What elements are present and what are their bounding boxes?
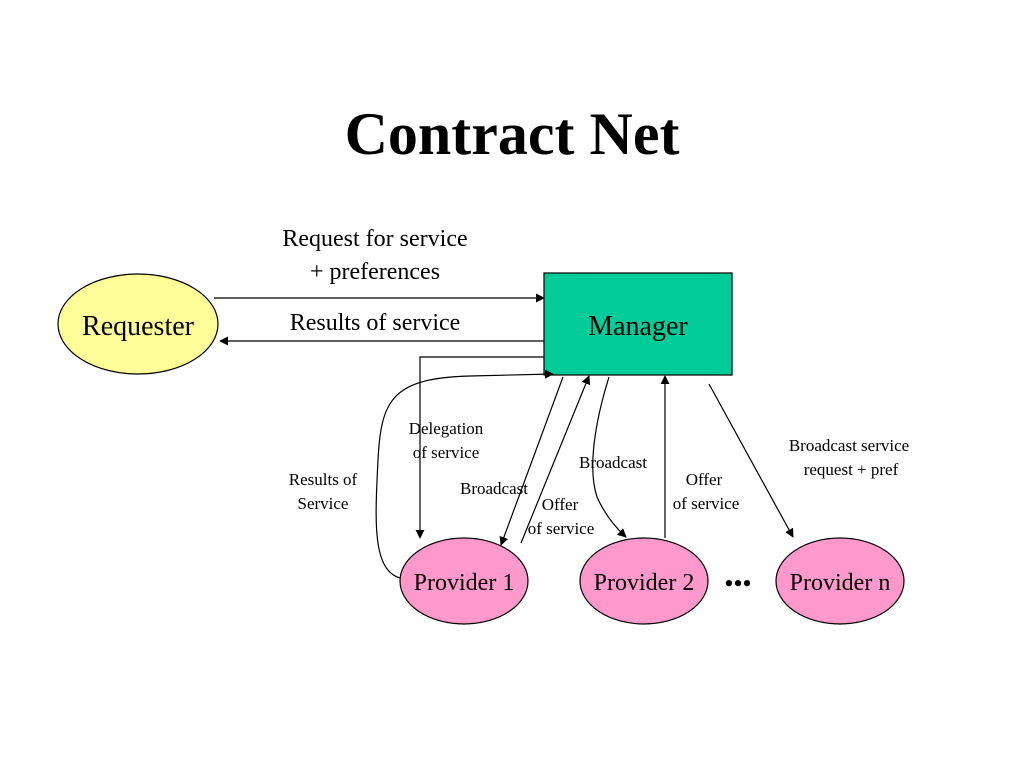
provider-n-label: Provider n xyxy=(790,570,891,596)
provider-n-node[interactable] xyxy=(775,537,905,625)
broadcast-p1-arrow xyxy=(499,376,564,546)
delegation-arrow xyxy=(415,356,544,539)
broadcast-p1-label: Broadcast xyxy=(460,479,528,498)
request-label-line2: + preferences xyxy=(310,259,440,285)
offer-p1-label-line1: Offer xyxy=(542,495,579,514)
offer-p1-label-line2: of service xyxy=(528,519,595,538)
page-title: Contract Net xyxy=(344,101,680,167)
provider-2-label: Provider 2 xyxy=(594,570,695,596)
broadcast-pn-label-line2: request + pref xyxy=(804,460,899,479)
results-of-service-arrow xyxy=(375,369,554,579)
manager-label: Manager xyxy=(588,311,688,342)
delegation-label-line1: Delegation xyxy=(409,419,484,438)
provider-2-node[interactable] xyxy=(579,537,709,625)
ellipsis-dots: ••• xyxy=(724,569,751,598)
offer-p2-label-line1: Offer xyxy=(686,470,723,489)
broadcast-p2-label: Broadcast xyxy=(579,453,647,472)
results-of-label-line2: Service xyxy=(298,494,349,513)
results-of-label-line1: Results of xyxy=(289,470,358,489)
request-label-line1: Request for service xyxy=(282,226,467,252)
provider-1-node[interactable] xyxy=(399,537,529,625)
offer-p1-arrow xyxy=(520,375,591,544)
requester-node[interactable] xyxy=(57,273,219,375)
delegation-label-line2: of service xyxy=(413,443,480,462)
manager-node[interactable] xyxy=(543,272,733,376)
broadcast-p2-arrow xyxy=(592,376,627,538)
broadcast-pn-label-line1: Broadcast service xyxy=(789,436,909,455)
offer-p2-label-line2: of service xyxy=(673,494,740,513)
broadcast-pn-arrow xyxy=(708,383,794,538)
requester-label: Requester xyxy=(82,311,195,342)
provider-1-label: Provider 1 xyxy=(414,570,515,596)
results-of-service-label: Results of service xyxy=(290,310,461,336)
